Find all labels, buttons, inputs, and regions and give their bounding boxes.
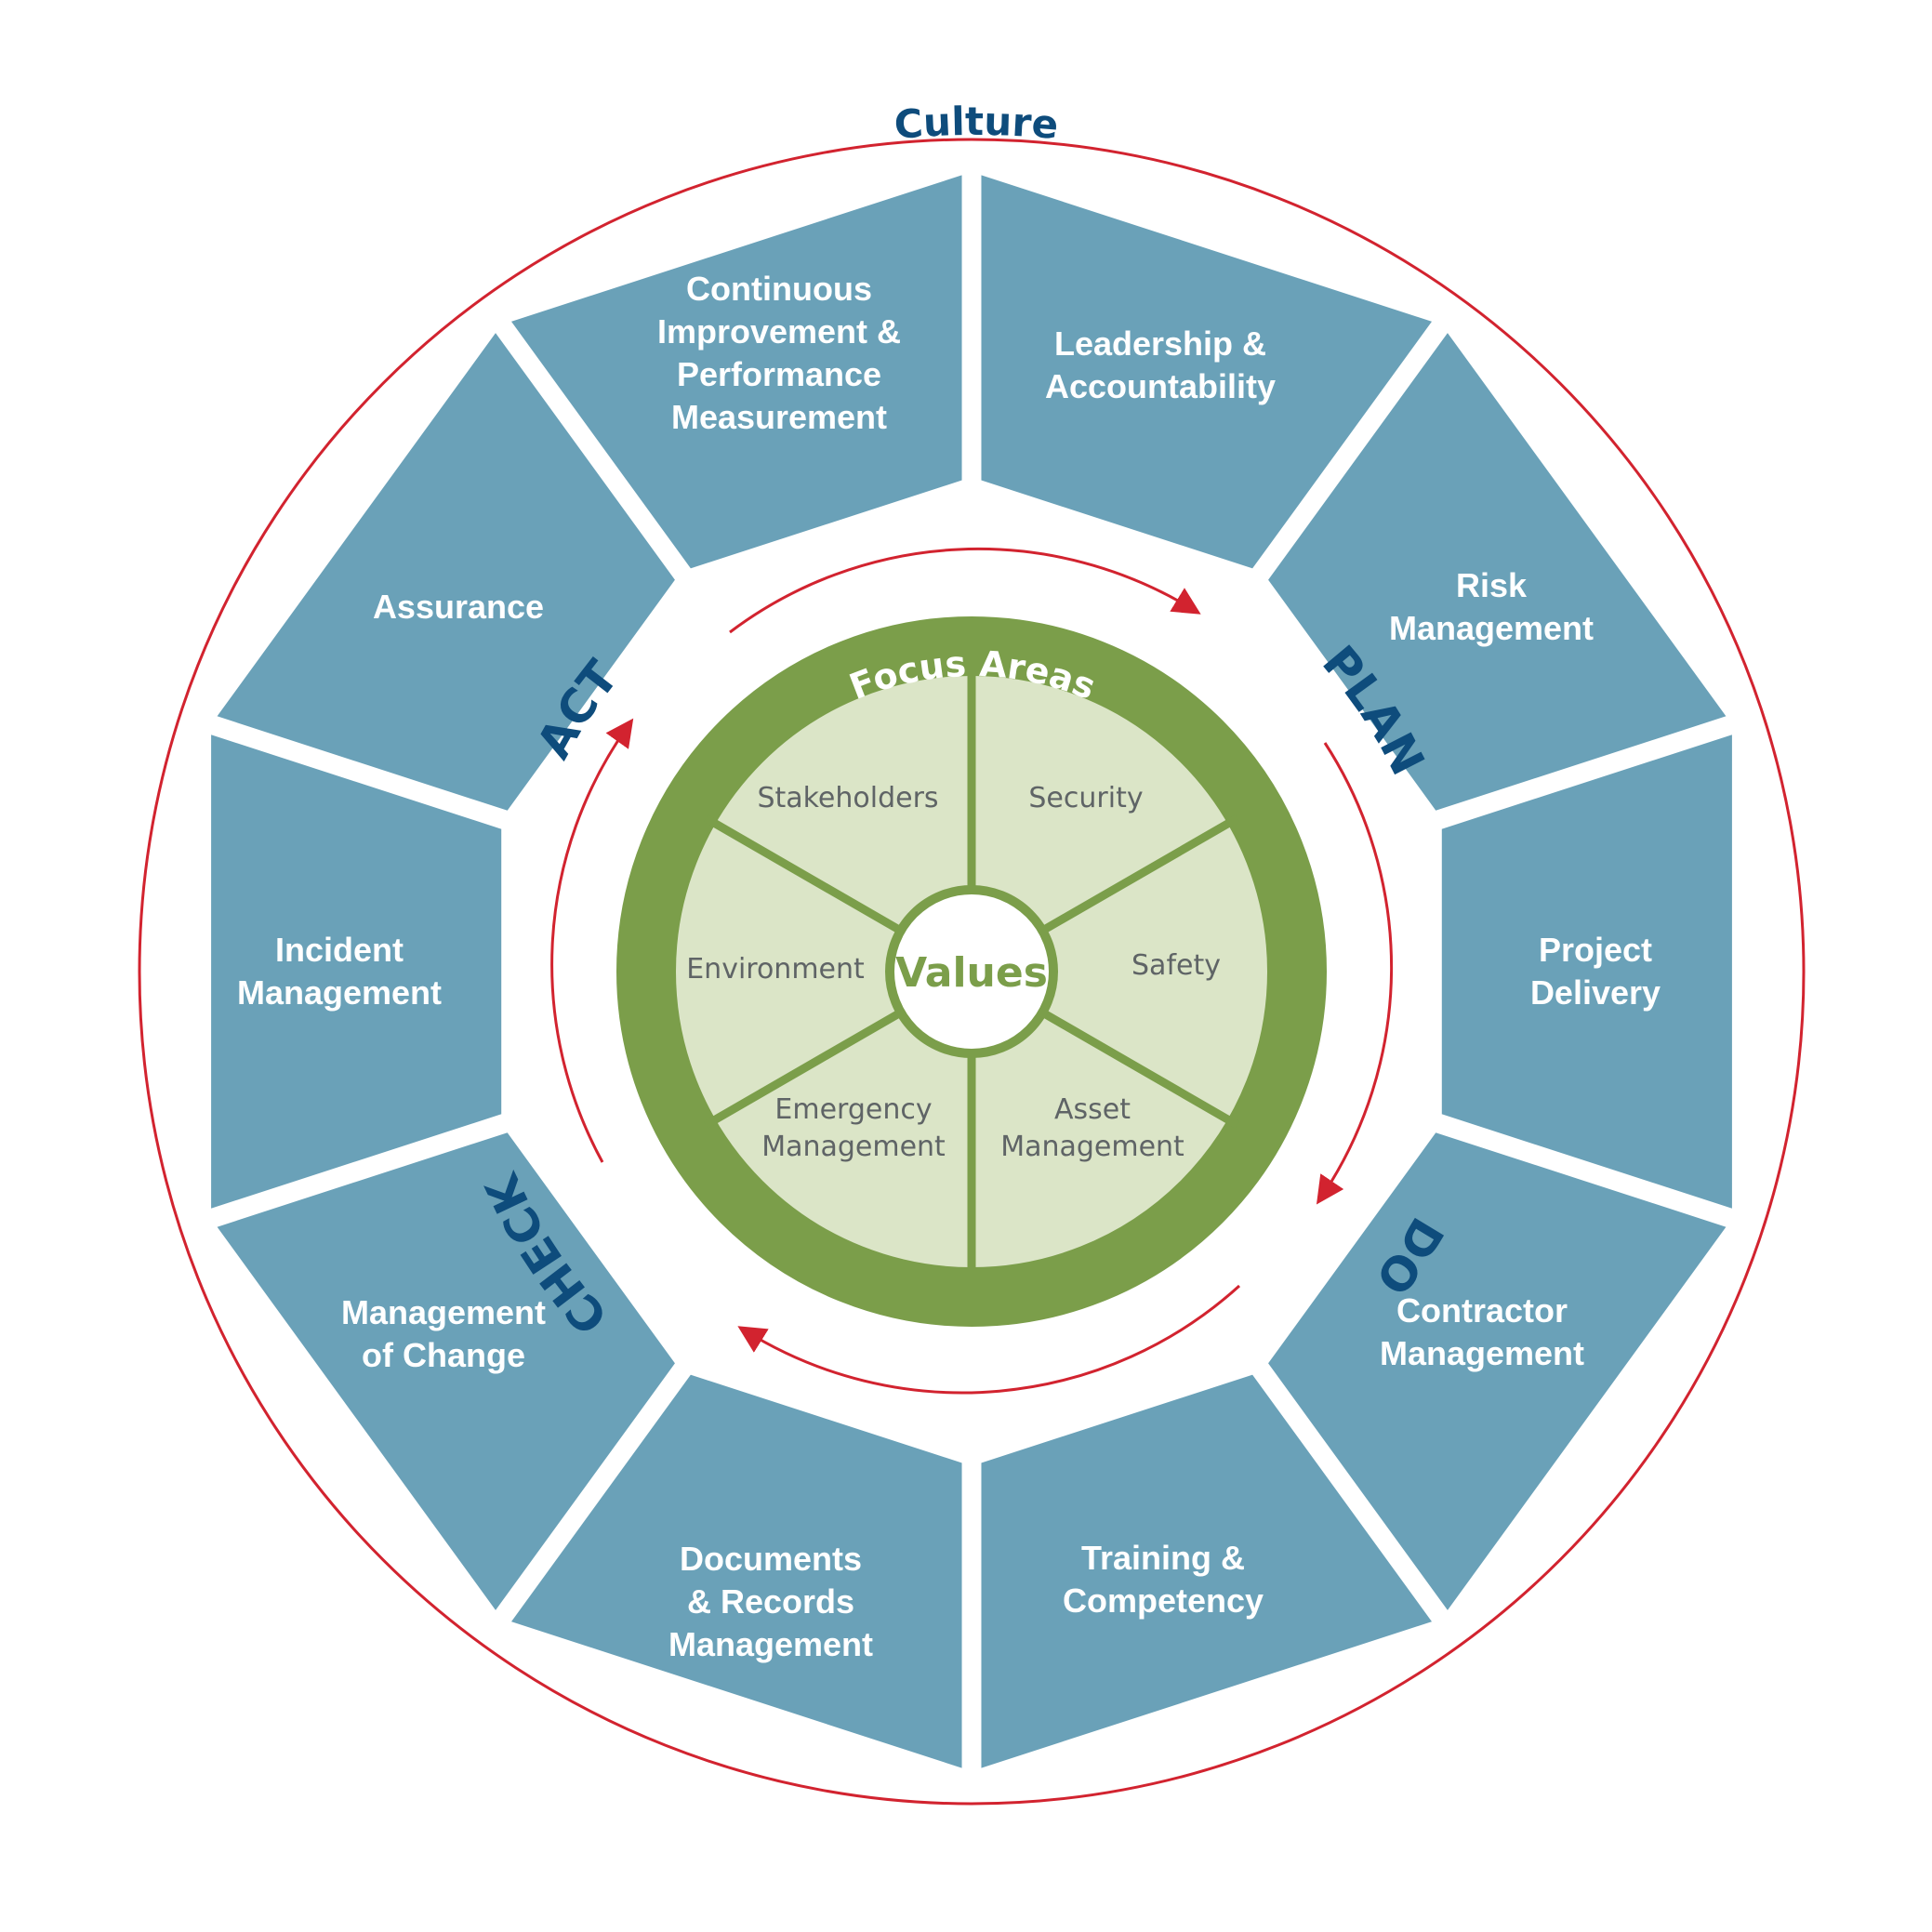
values-circle [885, 885, 1058, 1058]
segment-label-line: Management [341, 1293, 546, 1331]
segment-label-line: & Records [687, 1582, 854, 1621]
segment-label-line: Management [1389, 609, 1594, 647]
focus-area-stakeholders: Stakeholders [757, 782, 938, 814]
segment-label-line: Management [1380, 1334, 1584, 1372]
focus-area-label-line: Asset [1054, 1093, 1131, 1126]
focus-area-label-line: Management [761, 1131, 946, 1163]
focus-area-label-line: Environment [686, 953, 865, 986]
cycle-arrows [550, 547, 1394, 1395]
focus-area-label-line: Security [1028, 782, 1143, 814]
segment-label-line: Documents [680, 1540, 862, 1578]
focus-area-environment: Environment [686, 953, 865, 986]
check-to-act-arrow [550, 718, 634, 1163]
focus-divider [1041, 1010, 1240, 1129]
plan-to-do-arrow [1316, 742, 1394, 1205]
culture-title: Culture [893, 99, 1060, 148]
segment-label-line: Competency [1063, 1581, 1264, 1620]
segment-label-line: Continuous [686, 270, 872, 308]
focus-area-label-line: Stakeholders [757, 782, 938, 814]
segment-label-line: Project [1539, 931, 1652, 969]
culture-title-text: Culture [893, 99, 1060, 148]
focus-area-label-line: Safety [1131, 949, 1221, 982]
segment-label-line: Measurement [671, 398, 887, 436]
segment-label-line: Contractor [1396, 1291, 1568, 1330]
segment-label-management-of-change: Management of Change [341, 1293, 546, 1374]
segment-label-line: Management [668, 1625, 873, 1663]
segment-label-line: of Change [362, 1336, 525, 1374]
segment-label-line: Management [237, 973, 442, 1012]
focus-divider [703, 814, 902, 933]
focus-area-label-line: Management [1000, 1131, 1184, 1163]
segment-label-leadership-and-accountability: Leadership & Accountability [1045, 324, 1276, 405]
act-to-plan-arrow [729, 547, 1201, 634]
segment-label-line: Improvement & [657, 312, 901, 351]
focus-area-label-line: Emergency [774, 1093, 932, 1126]
segment-label-line: Accountability [1045, 367, 1276, 405]
segment-label-line: Risk [1456, 566, 1528, 604]
focus-area-security: Security [1028, 782, 1143, 814]
segment-label-assurance: Assurance [373, 588, 544, 626]
focus-area-safety: Safety [1131, 949, 1221, 982]
segment-label-training-and-competency: Training & Competency [1063, 1539, 1264, 1620]
do-to-check-arrow [737, 1284, 1241, 1395]
culture-ring [138, 138, 1806, 1806]
focus-area-dividers [703, 665, 1240, 1278]
focus-divider [703, 1010, 902, 1129]
segment-continuous-improvement-and-performance-measurement [487, 154, 977, 587]
focus-divider [1041, 814, 1240, 933]
segment-label-line: Incident [275, 931, 404, 969]
segment-label-line: Performance [677, 355, 881, 393]
segment-label-line: Leadership & [1054, 324, 1266, 363]
values-label: Values [895, 949, 1048, 997]
segment-label-line: Assurance [373, 588, 544, 626]
segment-label-line: Training & [1081, 1539, 1245, 1577]
segment-label-line: Delivery [1530, 973, 1661, 1012]
